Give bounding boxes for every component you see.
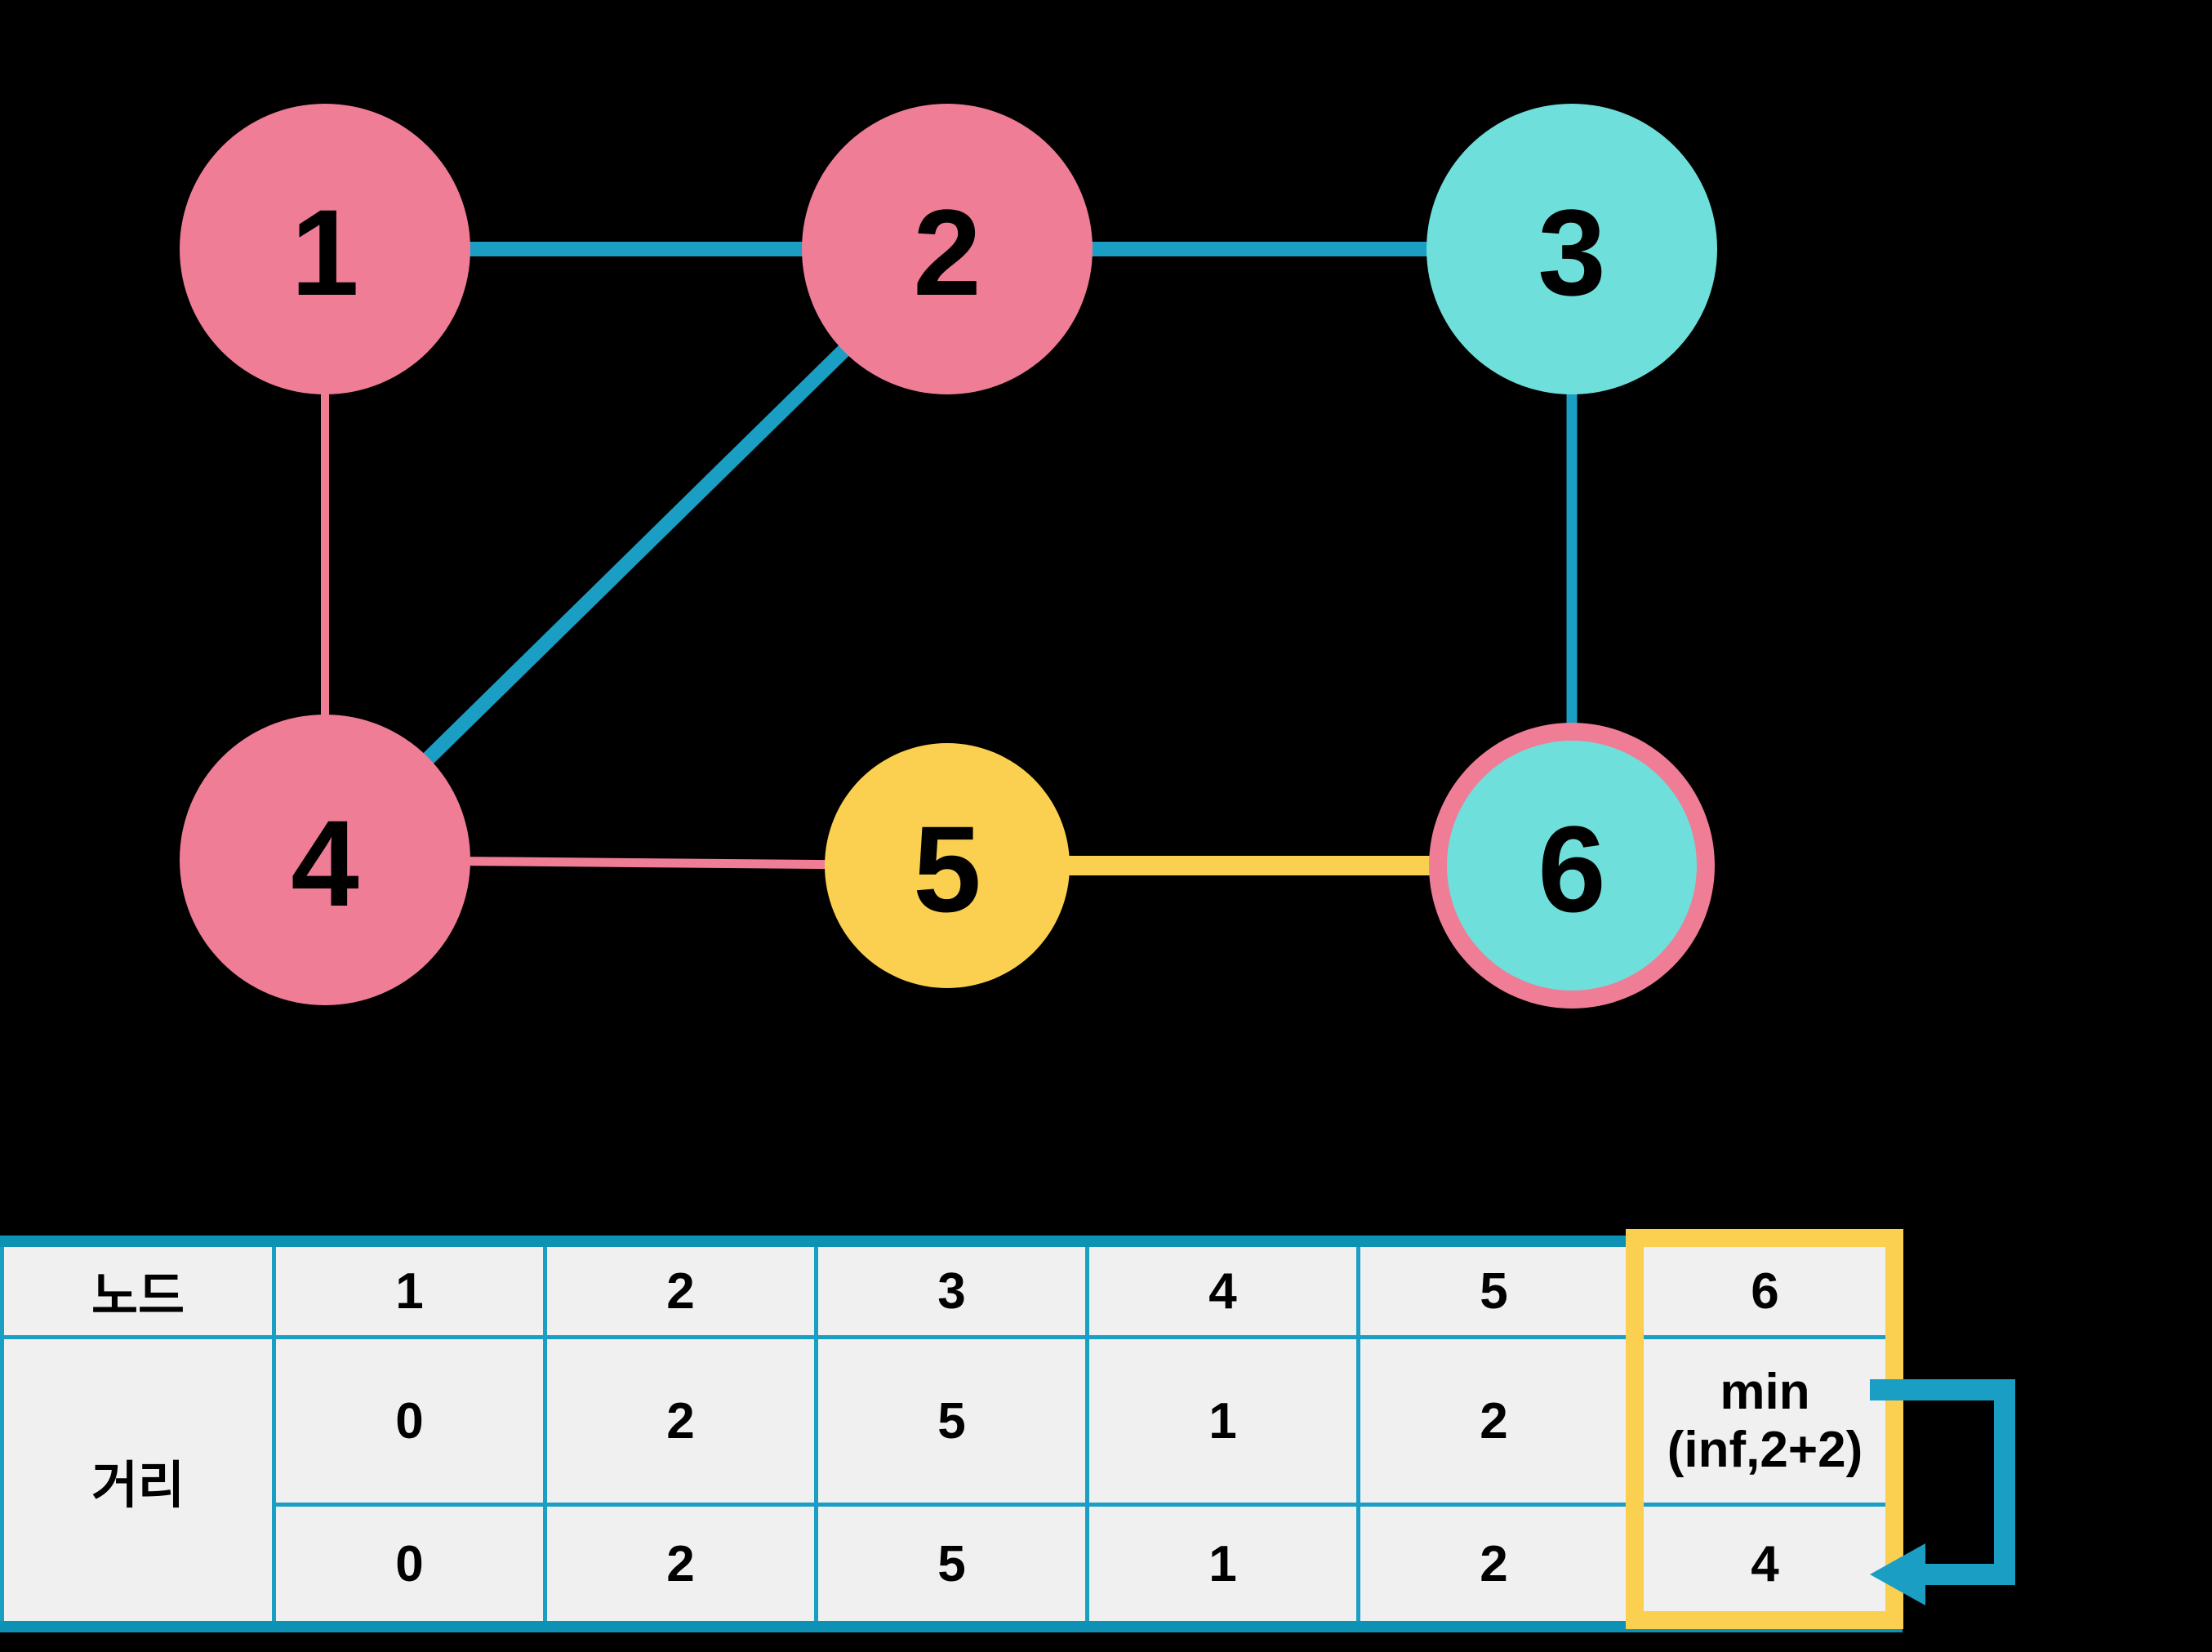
node-cell-3: 3	[814, 1239, 1089, 1339]
graph-node-3-label: 3	[1538, 184, 1605, 321]
node-cell-2: 2	[543, 1239, 818, 1339]
graph-node-6[interactable]: 6	[1429, 723, 1715, 1009]
distance-table-wrapper: 노드 1 2 3 4 5 6 거리 0 2 5 1 2 min	[0, 1229, 1903, 1632]
graph-node-1-circle	[180, 104, 470, 394]
table-row-distance-new: 0 2 5 1 2 4	[2, 1503, 1903, 1629]
graph-node-4-label: 4	[291, 795, 358, 932]
graph-node-2-label: 2	[913, 184, 981, 321]
node-cell-6: 6	[1627, 1239, 1903, 1339]
table-row-node: 노드 1 2 3 4 5 6	[0, 1239, 1903, 1339]
graph-node-1[interactable]: 1	[180, 104, 470, 394]
dist-new-cell-6: 4	[1627, 1503, 1903, 1629]
dist-new-cell-1: 0	[272, 1503, 547, 1629]
graph-node-5-circle	[825, 743, 1070, 988]
graph-node-1-label: 1	[291, 184, 358, 321]
table-row-distance-prev: 거리 0 2 5 1 2 min (inf,2+2)	[0, 1335, 1903, 1629]
row-label-distance: 거리	[0, 1335, 276, 1629]
graph-node-4[interactable]: 4	[180, 715, 470, 1005]
node-cell-4: 4	[1085, 1239, 1360, 1339]
min-expression-line2: (inf,2+2)	[1667, 1422, 1863, 1478]
graph-node-5[interactable]: 5	[825, 743, 1070, 988]
graph-node-3[interactable]: 3	[1426, 104, 1717, 394]
row-label-node: 노드	[0, 1239, 276, 1339]
dist-new-cell-5: 2	[1356, 1503, 1631, 1629]
graph-edge-2-4	[420, 342, 852, 767]
dist-new-cell-3: 5	[814, 1503, 1089, 1629]
dist-prev-cell-3: 5	[814, 1335, 1089, 1507]
dist-prev-cell-2: 2	[543, 1335, 818, 1507]
node-cell-1: 1	[272, 1239, 547, 1339]
graph-node-4-circle	[180, 715, 470, 1005]
distance-table: 노드 1 2 3 4 5 6 거리 0 2 5 1 2 min	[0, 1236, 1903, 1632]
update-arrow	[1870, 1379, 2015, 1605]
dist-new-cell-2: 2	[543, 1503, 818, 1629]
graph-node-6-circle	[1447, 741, 1697, 991]
graph-node-3-circle	[1426, 104, 1717, 394]
dist-prev-cell-1: 0	[272, 1335, 547, 1507]
graph-diagram: 1 2 3 4 5 6	[180, 104, 1717, 1009]
node-cell-5: 5	[1356, 1239, 1631, 1339]
graph-edge-4-5	[465, 857, 830, 870]
graph-node-2[interactable]: 2	[802, 104, 1093, 394]
dist-prev-cell-5: 2	[1356, 1335, 1631, 1507]
min-expression-line1: min	[1720, 1364, 1810, 1420]
dist-prev-cell-4: 1	[1085, 1335, 1360, 1507]
graph-node-6-label: 6	[1538, 800, 1605, 937]
graph-node-2-circle	[802, 104, 1093, 394]
dist-new-cell-4: 1	[1085, 1503, 1360, 1629]
dist-prev-cell-6: min (inf,2+2)	[1627, 1335, 1903, 1507]
graph-node-5-label: 5	[913, 800, 981, 937]
graph-edges	[321, 242, 1578, 875]
graph-nodes: 1 2 3 4 5 6	[180, 104, 1717, 1009]
